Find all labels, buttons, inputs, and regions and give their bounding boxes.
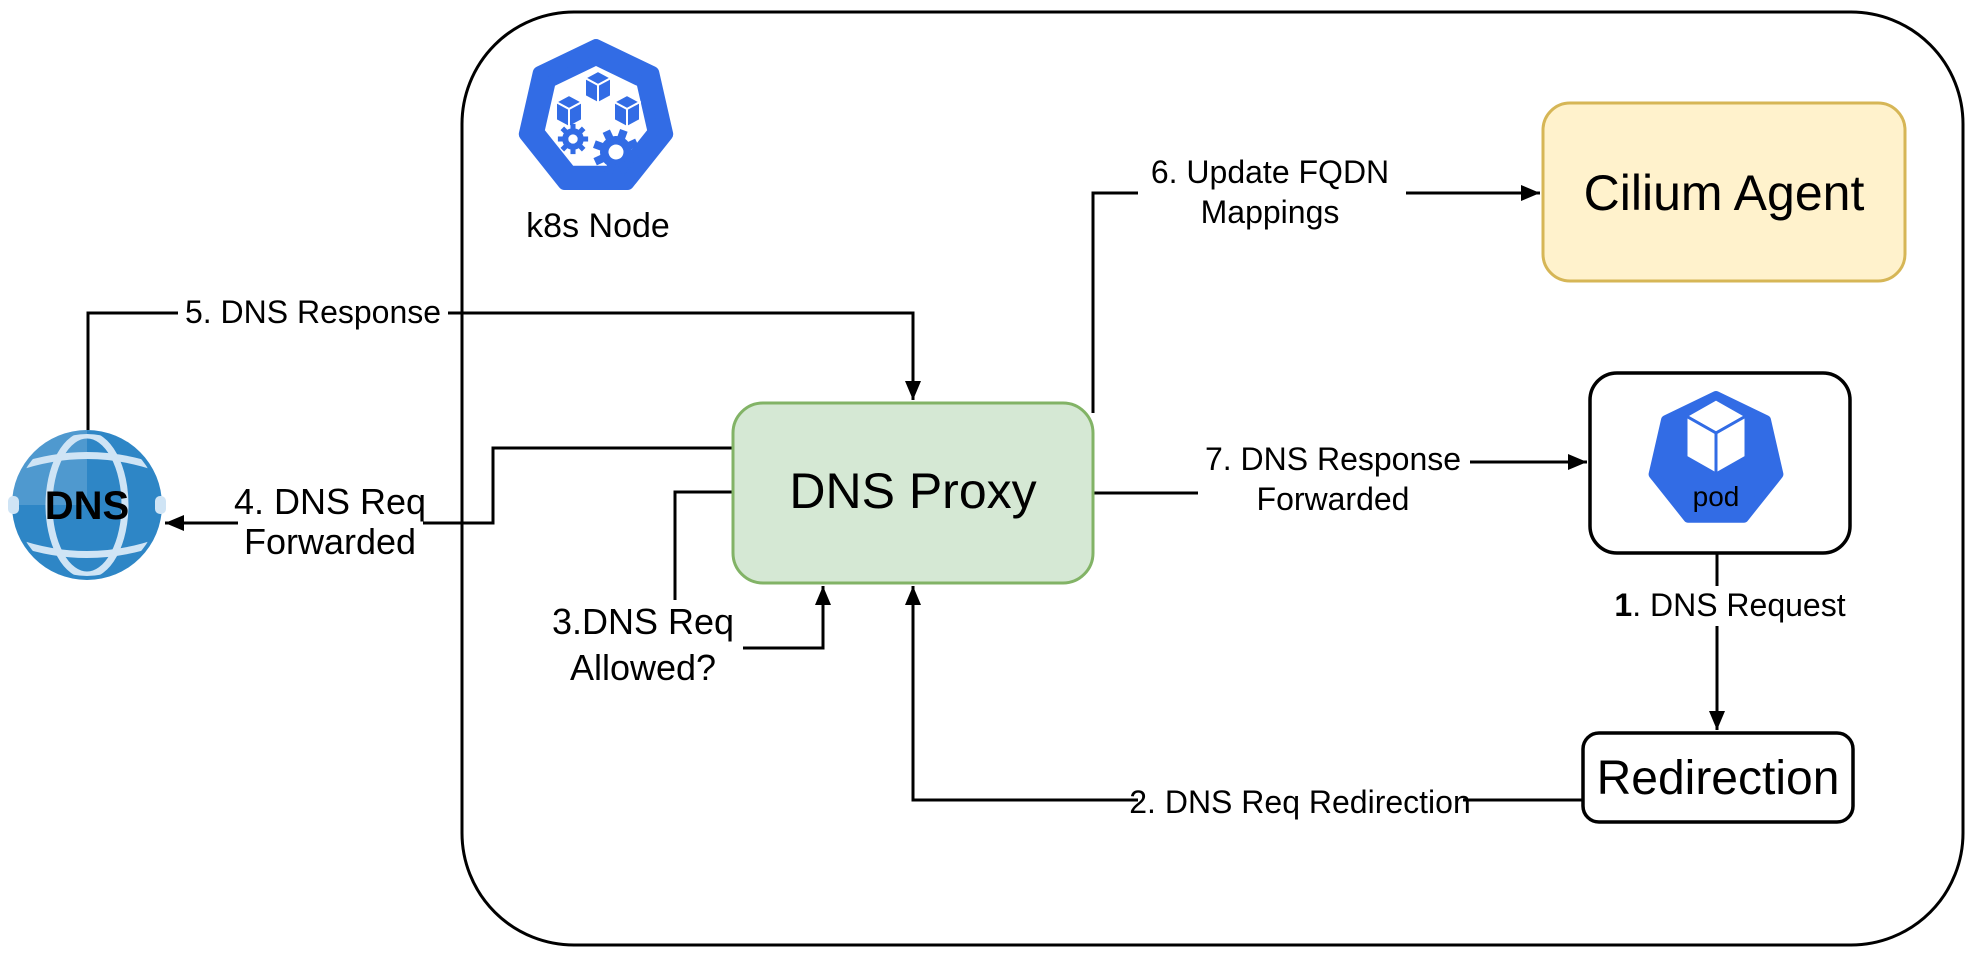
dns-proxy-label: DNS Proxy [789,463,1036,519]
edge-label-backgrounds [178,150,1856,824]
edge-1-label: 1. DNS Request [1614,587,1845,623]
edge-4-label-line2: Forwarded [244,521,416,562]
redirection-box: Redirection [1581,731,1855,824]
pod-box: pod [1588,371,1852,555]
pod-icon-label: pod [1693,481,1740,512]
gear-icon [557,123,589,155]
gear-icon [593,129,639,175]
dns-proxy-box: DNS Proxy [731,401,1095,585]
cube-icon [584,70,612,104]
pod-icon: pod [1648,391,1784,523]
edge-2-label: 2. DNS Req Redirection [1129,784,1470,820]
cube-icon [613,94,641,128]
redirection-label: Redirection [1597,752,1840,805]
edge-7-label-line1: 7. DNS Response [1205,441,1461,477]
cilium-agent-label: Cilium Agent [1584,165,1865,221]
edge-6-label-line2: Mappings [1201,194,1340,230]
cube-icon [555,94,583,128]
dns-server-icon: DNS [8,430,166,580]
k8s-node-label: k8s Node [526,207,670,245]
edge-7-label-line2: Forwarded [1257,481,1410,517]
edge-6-label-line1: 6. Update FQDN [1151,154,1389,190]
edge-5-label: 5. DNS Response [185,294,441,330]
cilium-agent-box: Cilium Agent [1541,101,1907,283]
edge-4-label-line1: 4. DNS Req [234,481,426,522]
k8s-node-icon [518,39,674,190]
dns-globe-label: DNS [45,484,129,528]
edge-3-label-line2: Allowed? [570,647,716,688]
edge-3-label-line1: 3.DNS Req [552,601,734,642]
edge-5-dns-response [86,311,921,430]
